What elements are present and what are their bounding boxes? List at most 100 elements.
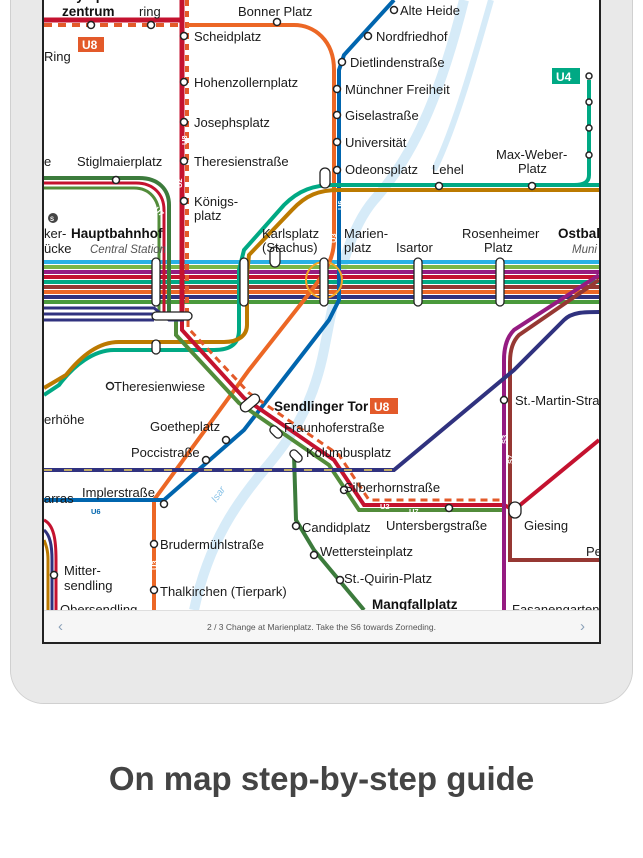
svg-text:U8: U8 <box>374 400 390 414</box>
label-ostbahnhof: Ostbah <box>558 226 599 241</box>
u7-line-number-south: U7 <box>409 507 419 516</box>
label-universitaet: Universität <box>345 135 407 150</box>
line-u1-u7 <box>44 176 171 320</box>
u3-line-number-south: U3 <box>150 560 159 570</box>
line-u6 <box>44 0 396 502</box>
line-s7 <box>508 278 599 562</box>
label-pe: Pe <box>586 544 599 559</box>
label-sendlinger-tor: Sendlinger Tor <box>274 399 369 414</box>
label-mangfallplatz: Mangfallplatz <box>372 597 458 610</box>
label-scheidplatz: Scheidplatz <box>194 29 261 44</box>
trunk-station-markers <box>151 257 505 307</box>
label-goetheplatz: Goetheplatz <box>150 419 220 434</box>
label-brudermuehlstrasse: Brudermühlstraße <box>160 537 264 552</box>
label-nordfriedhof: Nordfriedhof <box>376 29 448 44</box>
line-u4-east <box>44 183 599 397</box>
s7-line-number: S7 <box>506 455 515 464</box>
label-isartor: Isartor <box>396 240 434 255</box>
station-dots <box>49 5 593 595</box>
label-theresienwiese: Theresienwiese <box>114 379 205 394</box>
label-e-left: e <box>44 154 51 169</box>
label-koenigsplatz-2: platz <box>194 208 221 223</box>
s3-line-number: S3 <box>500 435 509 444</box>
label-kolumbusplatz: Kolumbusplatz <box>306 445 391 460</box>
label-wettersteinplatz: Wettersteinplatz <box>320 544 413 559</box>
line-s-ring <box>44 310 599 472</box>
u6-line-number-south: U6 <box>91 507 101 516</box>
label-hackerbruecke-2: ücke <box>44 241 71 256</box>
label-lehel: Lehel <box>432 162 464 177</box>
label-stiglmaierplatz: Stiglmaierplatz <box>77 154 162 169</box>
label-karlsplatz-2: (Stachus) <box>262 240 318 255</box>
label-olympiazentrum: zentrum <box>62 4 115 19</box>
label-schwanthalerhoehe: erhöhe <box>44 412 84 427</box>
u6-line-number: U6 <box>336 200 345 210</box>
label-mittersendling-2: sendling <box>64 578 112 593</box>
label-st-martin-strasse: St.-Martin-Stra <box>515 393 599 408</box>
line-west-curve-3 <box>44 539 50 610</box>
label-marienplatz-2: platz <box>344 240 371 255</box>
label-max-weber-1: Max-Weber- <box>496 147 567 162</box>
label-fraunhoferstrasse: Fraunhoferstraße <box>284 420 384 435</box>
label-hackerbruecke-1: ker- <box>44 226 66 241</box>
u4-tag-right: U4 <box>552 68 580 84</box>
label-dietlindenstrasse: Dietlindenstraße <box>350 55 445 70</box>
line-s3 <box>502 273 599 610</box>
label-giesing: Giesing <box>524 518 568 533</box>
chevron-right-icon[interactable]: › <box>579 618 585 635</box>
label-petuelring: ring <box>139 4 161 19</box>
chevron-left-icon[interactable]: ‹ <box>58 618 63 635</box>
label-muenchner-freiheit: Münchner Freiheit <box>345 82 450 97</box>
interchange-markers <box>151 167 522 519</box>
u4-line-number-diag: U4 <box>267 188 281 202</box>
db-logo-icon: S <box>48 213 58 223</box>
line-west-curve <box>44 518 58 610</box>
label-marienplatz-1: Marien- <box>344 226 388 241</box>
label-rosenheimer-1: Rosenheimer <box>462 226 540 241</box>
u2-line-number-south: U2 <box>380 502 390 511</box>
line-u5 <box>44 188 599 390</box>
isar-river-branch <box>431 0 494 172</box>
label-olympiazentrum-1: Olympia- <box>62 0 120 3</box>
isar-river <box>189 0 469 610</box>
label-st-quirin-platz: St.-Quirin-Platz <box>344 571 432 586</box>
u1-line-number: U1 <box>141 200 154 213</box>
svg-text:S: S <box>50 217 54 223</box>
u3-line-number: U3 <box>329 233 338 243</box>
promo-headline: On map step-by-step guide <box>108 760 535 797</box>
svg-text:U8: U8 <box>82 38 98 52</box>
label-implerstrasse: Implerstraße <box>82 485 155 500</box>
subway-map[interactable]: Isar <box>44 0 599 610</box>
label-obersendling: Obersendling <box>60 602 137 610</box>
label-bonner-platz: Bonner Platz <box>238 4 312 19</box>
label-odeonsplatz: Odeonsplatz <box>345 162 418 177</box>
line-u8-south <box>186 320 504 502</box>
u8-tag-top: U8 <box>78 37 104 52</box>
label-fasanengarten: Fasanengarten <box>512 602 599 610</box>
line-u3-north <box>152 23 336 610</box>
label-koenigsplatz-1: Königs- <box>194 194 238 209</box>
label-alte-heide: Alte Heide <box>400 3 460 18</box>
label-ostbahnhof-sub: Muni <box>572 244 597 256</box>
label-poccistrasse: Poccistraße <box>131 445 200 460</box>
label-theresienstrasse: Theresienstraße <box>194 154 289 169</box>
label-harras: arras <box>44 491 74 506</box>
label-silberhornstrasse: Silberhornstraße <box>344 480 440 495</box>
line-u1-u7b <box>44 181 166 320</box>
u8-tag-sendlinger: U8 <box>370 398 398 414</box>
line-u1-u7c <box>44 186 161 320</box>
label-central-station: Central Station <box>90 244 166 256</box>
line-u7-south <box>174 320 504 512</box>
label-max-weber-2: Platz <box>518 161 547 176</box>
line-u4-vertical <box>573 80 591 187</box>
u8-line-number: U8 <box>180 135 189 145</box>
app-screen: Isar <box>42 0 601 644</box>
line-west-curve-2 <box>44 528 54 610</box>
label-karlsplatz-1: Karlsplatz <box>262 226 319 241</box>
label-candidplatz: Candidplatz <box>302 520 371 535</box>
label-thalkirchen: Thalkirchen (Tierpark) <box>160 584 287 599</box>
svg-text:U4: U4 <box>556 70 572 84</box>
step-caption: 2 / 3 Change at Marienplatz. Take the S6… <box>206 621 436 632</box>
label-josephsplatz: Josephsplatz <box>194 115 270 130</box>
label-giselastrasse: Giselastraße <box>345 108 419 123</box>
